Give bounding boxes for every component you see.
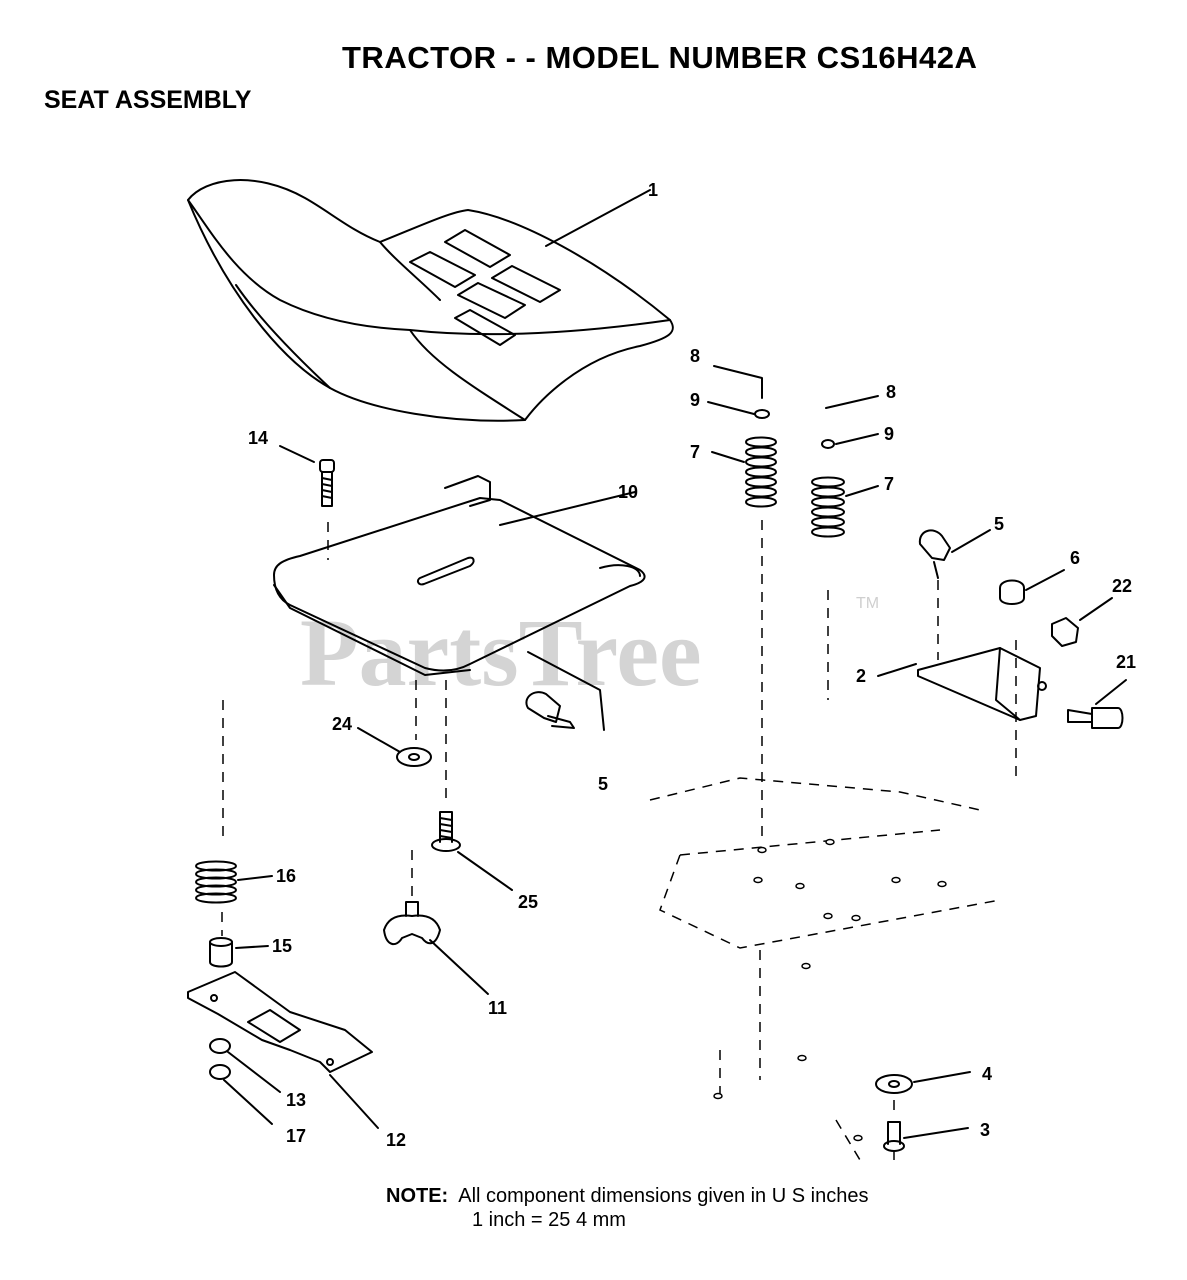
clamp-part-5-right xyxy=(918,529,991,579)
callout-2: 2 xyxy=(856,666,866,686)
callout-7-left: 7 xyxy=(690,442,700,462)
callout-1: 1 xyxy=(648,180,658,200)
section-title: SEAT ASSEMBLY xyxy=(44,86,252,114)
callout-3: 3 xyxy=(980,1120,990,1140)
spring-part-16 xyxy=(195,860,273,904)
seat-part xyxy=(187,179,674,422)
watermark-tm: TM xyxy=(856,595,879,612)
callout-labels: 1 8 9 7 8 9 7 5 6 22 21 2 14 10 24 5 16 … xyxy=(248,180,1136,1150)
nut-part-6 xyxy=(999,569,1065,605)
callout-5-left: 5 xyxy=(598,774,608,794)
bolt-part-21 xyxy=(1067,679,1127,729)
callout-9-left: 9 xyxy=(690,390,700,410)
nut-part-17 xyxy=(209,1064,273,1125)
callout-17: 17 xyxy=(286,1126,306,1146)
dashed-assembly-lines xyxy=(221,520,1017,1164)
callout-5-right: 5 xyxy=(994,514,1004,534)
callout-11: 11 xyxy=(488,998,507,1018)
callout-16: 16 xyxy=(276,866,296,886)
bolt-part-25 xyxy=(431,811,513,891)
callout-8-left: 8 xyxy=(690,346,700,366)
callout-13: 13 xyxy=(286,1090,306,1110)
callout-14: 14 xyxy=(248,428,268,448)
callout-25: 25 xyxy=(518,892,538,912)
callout-21: 21 xyxy=(1116,652,1136,672)
callout-4: 4 xyxy=(982,1064,992,1084)
washer-part-4 xyxy=(875,1071,971,1094)
callout-6: 6 xyxy=(1070,548,1080,568)
callout-10: 10 xyxy=(618,482,638,502)
callout-9-right: 9 xyxy=(884,424,894,444)
watermark: PartsTree xyxy=(300,599,702,706)
callout-8-right: 8 xyxy=(886,382,896,402)
spring-stack-left xyxy=(707,365,777,508)
seat-pan-part xyxy=(273,475,646,676)
callout-24: 24 xyxy=(332,714,352,734)
bushing-part-15 xyxy=(209,937,269,968)
note-line-2: 1 inch = 25 4 mm xyxy=(472,1209,626,1231)
knob-part-11 xyxy=(383,901,489,995)
clamp-part-5-left xyxy=(525,651,605,731)
note-label: NOTE: xyxy=(386,1185,449,1207)
nut-part-22 xyxy=(1051,597,1113,647)
washer-part-24 xyxy=(357,727,432,767)
note-line-1: All component dimensions given in U S in… xyxy=(458,1185,869,1207)
bolt-part-14 xyxy=(279,445,335,507)
note-text: NOTE: All component dimensions given in … xyxy=(386,1184,868,1209)
callout-7-right: 7 xyxy=(884,474,894,494)
bolt-part-3 xyxy=(883,1121,969,1152)
callout-22: 22 xyxy=(1112,576,1132,596)
diagram-title: TRACTOR - - MODEL NUMBER CS16H42A xyxy=(342,40,978,75)
bracket-part-2 xyxy=(877,647,1047,721)
callout-12: 12 xyxy=(386,1130,406,1150)
frame-holes xyxy=(713,838,947,1142)
spring-stack-right xyxy=(811,395,879,538)
callout-15: 15 xyxy=(272,936,292,956)
bracket-part-12 xyxy=(187,971,379,1129)
nut-part-13 xyxy=(209,1038,281,1093)
